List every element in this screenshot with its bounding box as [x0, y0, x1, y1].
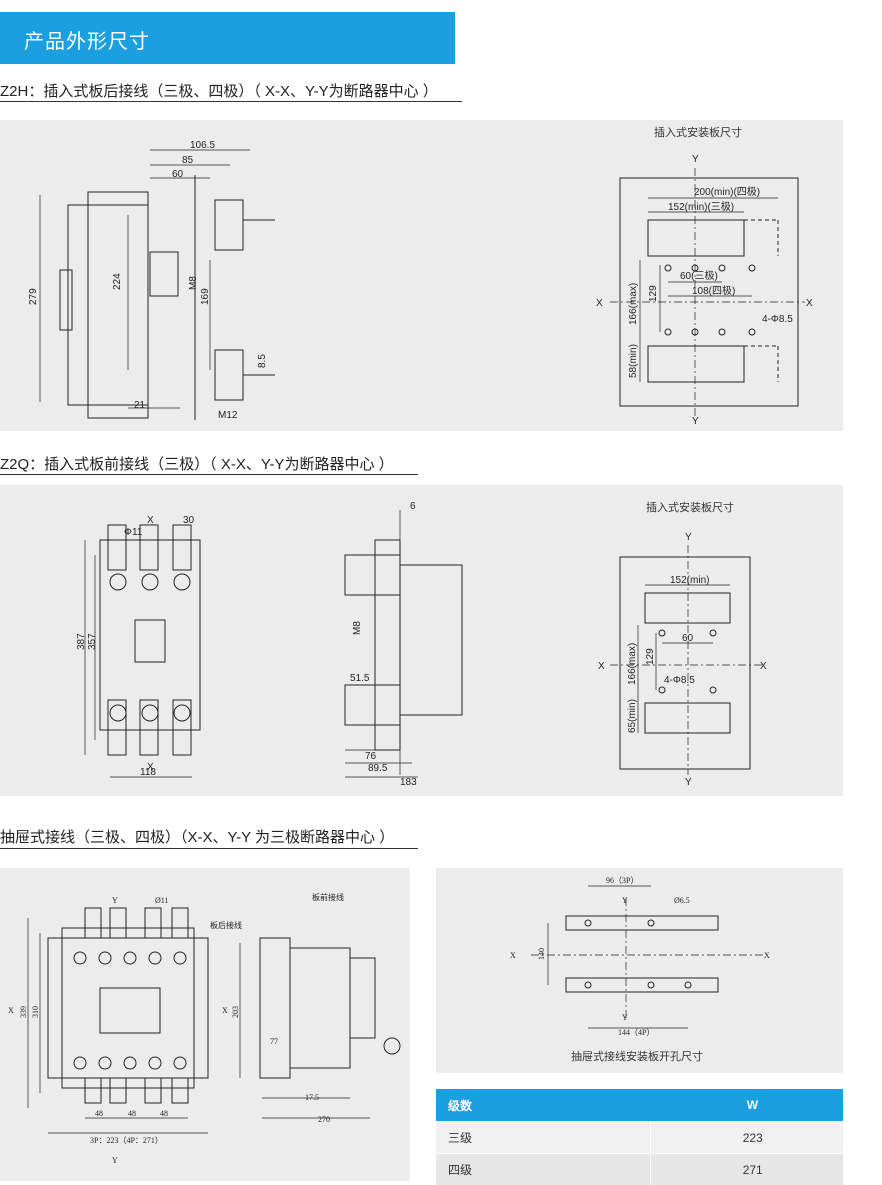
label-back-wiring: 板后接线: [210, 920, 242, 930]
table-cell-w: 223: [651, 1122, 843, 1154]
table-cell-poles: 四级: [436, 1154, 651, 1185]
dim-169: 169: [200, 288, 211, 305]
dim-21: 21: [134, 400, 146, 411]
z2h-drawing-panel: 106.5 85 60 224 279 M8 169 8.5 21 M12 插入…: [0, 120, 843, 431]
dim-65min: 65(min): [627, 699, 638, 733]
dim-48-b: 48: [128, 1109, 136, 1118]
dim-58min: 58(min): [628, 344, 639, 378]
dim-hole: 4-Φ8.5: [664, 675, 695, 686]
drawer-heading: 抽屉式接线（三极、四极）（X-X、Y-Y 为三极断路器中心 ）: [0, 826, 394, 847]
dim-48-a: 48: [95, 1109, 103, 1118]
drawer-mount-drawing: 96（3P） Ø6.5 Y Y X X 140 144（4P） 抽屉式接线安装板…: [436, 868, 843, 1073]
dim-279: 279: [28, 288, 39, 305]
dim-152min: 152(min)(三极): [668, 200, 734, 213]
axis-y-top: Y: [622, 896, 628, 905]
axis-y-top: Y: [112, 896, 118, 905]
table-cell-w: 271: [651, 1154, 843, 1185]
dim-60-3p: 60(三极): [680, 269, 718, 282]
dim-108-4p: 108(四极): [692, 284, 735, 297]
dim-51-5: 51.5: [350, 673, 370, 684]
z2q-mount-title: 插入式安装板尺寸: [646, 500, 734, 514]
axis-x-left: X: [8, 1006, 14, 1015]
dim-357: 357: [87, 633, 98, 650]
axis-x-top: X: [147, 515, 154, 526]
section-title-bar: 产品外形尺寸: [0, 12, 455, 64]
axis-y-bottom: Y: [685, 777, 692, 788]
dim-m12: M12: [218, 410, 238, 421]
dim-152min: 152(min): [670, 575, 709, 586]
drawer-drawing-panel: Y Y X X Ø11 339 310 48 48 48 3P：223（4P：2…: [0, 868, 410, 1181]
dim-48-c: 48: [160, 1109, 168, 1118]
z2q-drawing: X X Φ11 30 387 357 118 6 M8 51.5 76 89.5…: [0, 485, 843, 796]
dim-200min: 200(min)(四极): [694, 185, 760, 198]
dim-85: 85: [182, 155, 194, 166]
dim-129: 129: [648, 285, 659, 302]
dim-140: 140: [537, 948, 546, 960]
axis-y-bottom: Y: [692, 416, 699, 427]
dim-203: 203: [231, 1006, 240, 1018]
dim-76: 76: [365, 751, 377, 762]
dim-30: 30: [183, 515, 195, 526]
dim-224: 224: [112, 273, 123, 290]
axis-x-right: X: [806, 298, 813, 309]
dim-width-3p-4p: 3P：223（4P：271）: [90, 1136, 163, 1145]
dim-89-5: 89.5: [368, 763, 388, 774]
dim-hole: 4-Φ8.5: [762, 314, 793, 325]
dim-106-5: 106.5: [190, 140, 215, 151]
dim-166max: 166(max): [628, 283, 639, 325]
axis-y-top: Y: [692, 154, 699, 165]
dim-m8: M8: [352, 621, 363, 635]
dim-387: 387: [76, 633, 87, 650]
z2q-drawing-panel: X X Φ11 30 387 357 118 6 M8 51.5 76 89.5…: [0, 485, 843, 796]
z2q-heading: Z2Q：插入式板前接线（三极）（ X-X、Y-Y为断路器中心 ）: [0, 453, 394, 474]
divider: [0, 474, 418, 475]
axis-y-bottom: Y: [622, 1013, 628, 1022]
axis-x-left: X: [510, 951, 516, 960]
dim-310: 310: [31, 1006, 40, 1018]
z2h-heading: Z2H：插入式板后接线（三极、四极）（ X-X、Y-Y为断路器中心 ）: [0, 80, 438, 101]
dim-phi11: Φ11: [124, 527, 143, 538]
pole-width-table: 级数 W 三级 223 四级 271: [436, 1089, 843, 1185]
table-cell-poles: 三级: [436, 1122, 651, 1154]
dim-60: 60: [682, 633, 694, 644]
dim-17-5: 17.5: [305, 1093, 319, 1102]
dim-6: 6: [410, 501, 416, 512]
z2h-drawing: 106.5 85 60 224 279 M8 169 8.5 21 M12 插入…: [0, 120, 843, 431]
drawer-mount-caption: 抽屉式接线安装板开孔尺寸: [571, 1049, 703, 1063]
axis-x-right: X: [222, 1006, 228, 1015]
dim-77: 77: [270, 1037, 278, 1046]
dim-166max: 166(max): [627, 643, 638, 685]
label-front-wiring: 板前接线: [312, 892, 344, 902]
axis-y-bottom: Y: [112, 1156, 118, 1165]
dim-m8: M8: [188, 276, 199, 290]
table-row: 四级 271: [436, 1154, 843, 1185]
dim-144-4p: 144（4P）: [618, 1028, 654, 1037]
dim-270: 270: [318, 1115, 330, 1124]
dim-phi6-5: Ø6.5: [674, 896, 690, 905]
z2h-mount-title: 插入式安装板尺寸: [654, 125, 742, 139]
dim-96-3p: 96（3P）: [606, 876, 638, 885]
table-header-row: 级数 W: [436, 1089, 843, 1122]
dim-183: 183: [400, 777, 417, 788]
dim-339: 339: [19, 1006, 28, 1018]
dim-118: 118: [140, 767, 156, 778]
drawer-drawing: Y Y X X Ø11 339 310 48 48 48 3P：223（4P：2…: [0, 868, 410, 1181]
drawer-mount-panel: 96（3P） Ø6.5 Y Y X X 140 144（4P） 抽屉式接线安装板…: [436, 868, 843, 1073]
table-header-w: W: [651, 1089, 843, 1122]
page-title: 产品外形尺寸: [24, 25, 150, 54]
axis-y-top: Y: [685, 532, 692, 543]
divider: [0, 101, 462, 102]
table-row: 三级 223: [436, 1122, 843, 1154]
divider: [0, 848, 418, 849]
dim-8-5: 8.5: [257, 354, 268, 368]
axis-x-left: X: [598, 661, 605, 672]
axis-x-right: X: [764, 951, 770, 960]
dim-60: 60: [172, 169, 184, 180]
dim-phi11: Ø11: [155, 896, 168, 905]
axis-x-right: X: [760, 661, 767, 672]
axis-x-left: X: [596, 298, 603, 309]
dim-129: 129: [645, 648, 656, 665]
table-header-poles: 级数: [436, 1089, 651, 1122]
